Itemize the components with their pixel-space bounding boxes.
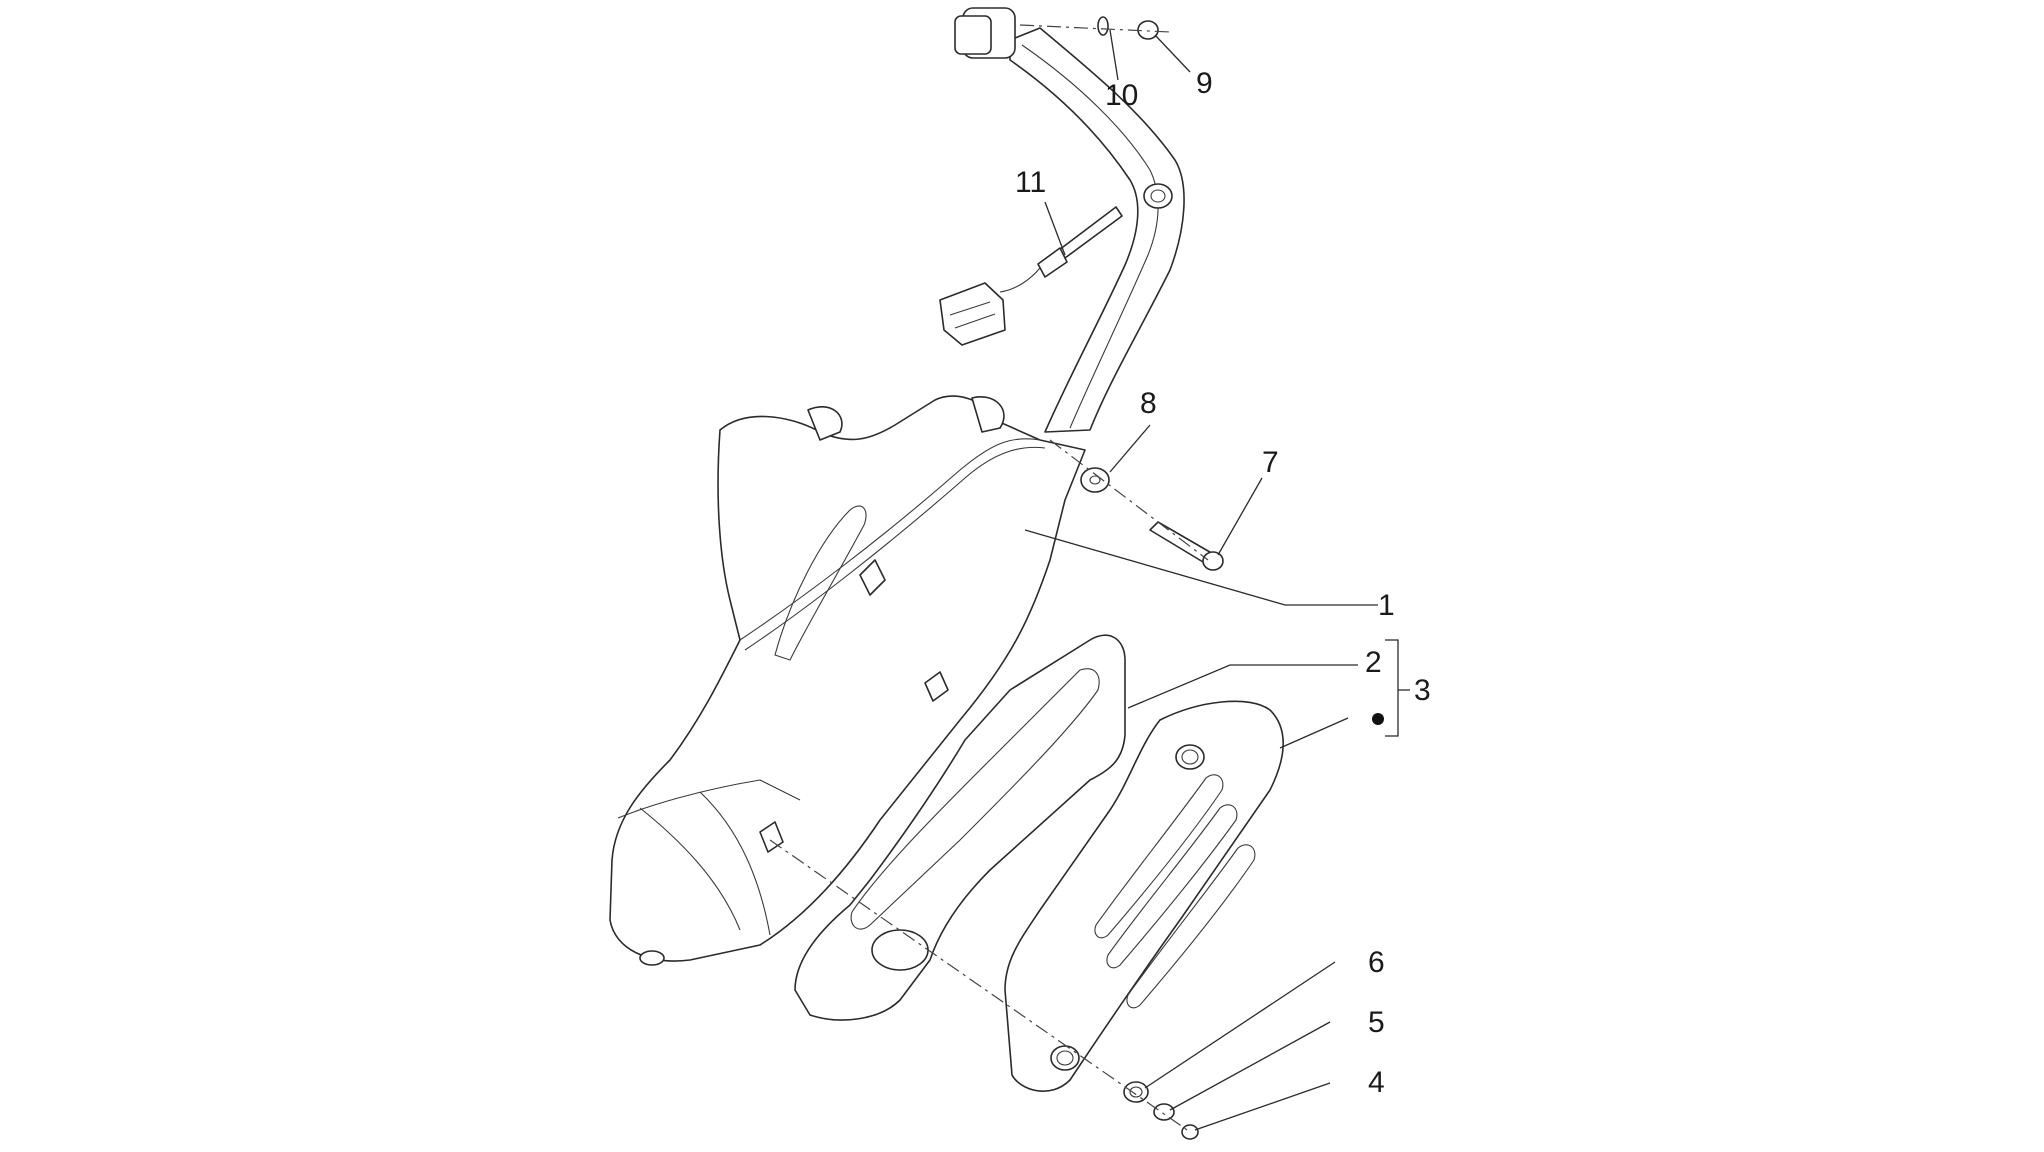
spacer-part-6 bbox=[1123, 1081, 1149, 1103]
assembly-dot-marker bbox=[1372, 713, 1384, 725]
tailpipe-stub bbox=[639, 950, 665, 966]
gasket-ring-part-10 bbox=[1097, 16, 1109, 36]
muffler-mount-right bbox=[971, 396, 1005, 433]
callout-11: 11 bbox=[1015, 166, 1046, 199]
callout-10: 10 bbox=[1105, 79, 1138, 112]
washer-part-8 bbox=[1080, 467, 1110, 493]
callout-7: 7 bbox=[1262, 446, 1279, 479]
axis-mount-bolt bbox=[1049, 439, 1209, 561]
oxygen-sensor-part bbox=[939, 206, 1123, 346]
sensor-boss bbox=[1143, 183, 1173, 209]
callout-5: 5 bbox=[1368, 1006, 1385, 1039]
callout-8: 8 bbox=[1140, 387, 1157, 420]
leader-lines bbox=[1024, 29, 1410, 1131]
axis-header-fixing bbox=[1019, 24, 1171, 33]
heat-shield-cover bbox=[1004, 700, 1284, 1092]
callout-6: 6 bbox=[1368, 946, 1385, 979]
bolt-part-7 bbox=[1149, 521, 1224, 571]
callout-4: 4 bbox=[1368, 1066, 1385, 1099]
callout-2: 2 bbox=[1365, 646, 1382, 679]
axis-shield-screw bbox=[769, 839, 1191, 1133]
nut-part-9 bbox=[1137, 20, 1159, 40]
screw-part-4 bbox=[1181, 1124, 1199, 1140]
muffler-mount-left bbox=[807, 405, 843, 441]
sensor-connector bbox=[939, 282, 1006, 346]
exhaust-header-pipe bbox=[954, 7, 1185, 433]
callout-9: 9 bbox=[1196, 67, 1213, 100]
callout-3: 3 bbox=[1414, 674, 1431, 707]
muffler-body bbox=[609, 395, 1086, 966]
callouts: 1 2 3 4 5 6 7 8 9 10 11 bbox=[1015, 67, 1431, 1099]
callout-1: 1 bbox=[1378, 589, 1395, 622]
washer-part-5 bbox=[1153, 1103, 1175, 1121]
